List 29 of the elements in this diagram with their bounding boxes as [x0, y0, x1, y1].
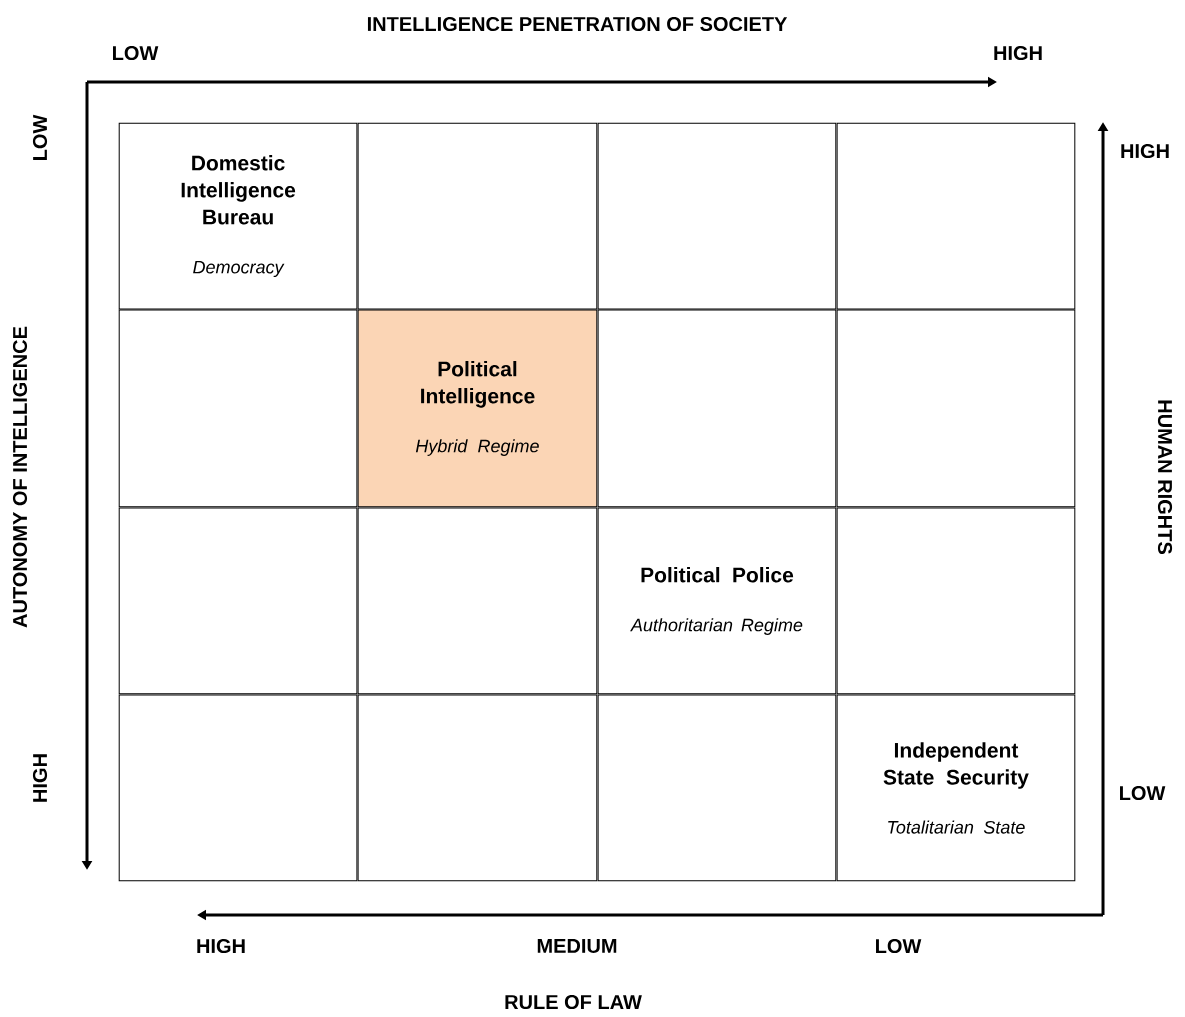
- axis-label: LOW: [876, 938, 922, 954]
- axis-label: HIGH: [1121, 143, 1169, 159]
- grid-cell: [836, 507, 1076, 695]
- axis-label: HUMAN RIGHTS: [1157, 400, 1173, 554]
- axis-label: LOW: [113, 45, 159, 61]
- grid-cell: [836, 122, 1076, 310]
- grid-cell: [597, 694, 837, 882]
- axis-label: INTELLIGENCE PENETRATION OF SOCIETY: [367, 16, 788, 32]
- axis-label: HIGH: [994, 45, 1042, 61]
- grid-cell: [118, 694, 358, 882]
- grid-cell: Political Intelligence Hybrid Regime: [357, 309, 598, 508]
- axis-label: LOW: [1120, 785, 1166, 801]
- axis-label: HIGH: [32, 754, 48, 802]
- grid-cell: [357, 122, 598, 310]
- grid-cell: [357, 507, 598, 695]
- grid-cell: [836, 309, 1076, 508]
- grid-cell: [118, 309, 358, 508]
- grid-cell: [597, 122, 837, 310]
- grid-cell: [118, 507, 358, 695]
- grid-cell: [357, 694, 598, 882]
- axis-label: HIGH: [197, 938, 245, 954]
- grid-cell: Independent State Security Totalitarian State: [836, 694, 1076, 882]
- grid-cell: Domestic Intelligence Bureau Democracy: [118, 122, 358, 310]
- axis-label: RULE OF LAW: [505, 994, 642, 1010]
- grid-cell: Political Police Authoritarian Regime: [597, 507, 837, 695]
- axis-label: AUTONOMY OF INTELLIGENCE: [12, 326, 28, 628]
- axis-label: MEDIUM: [537, 939, 617, 953]
- grid-cell: [597, 309, 837, 508]
- axis-label: LOW: [32, 114, 48, 160]
